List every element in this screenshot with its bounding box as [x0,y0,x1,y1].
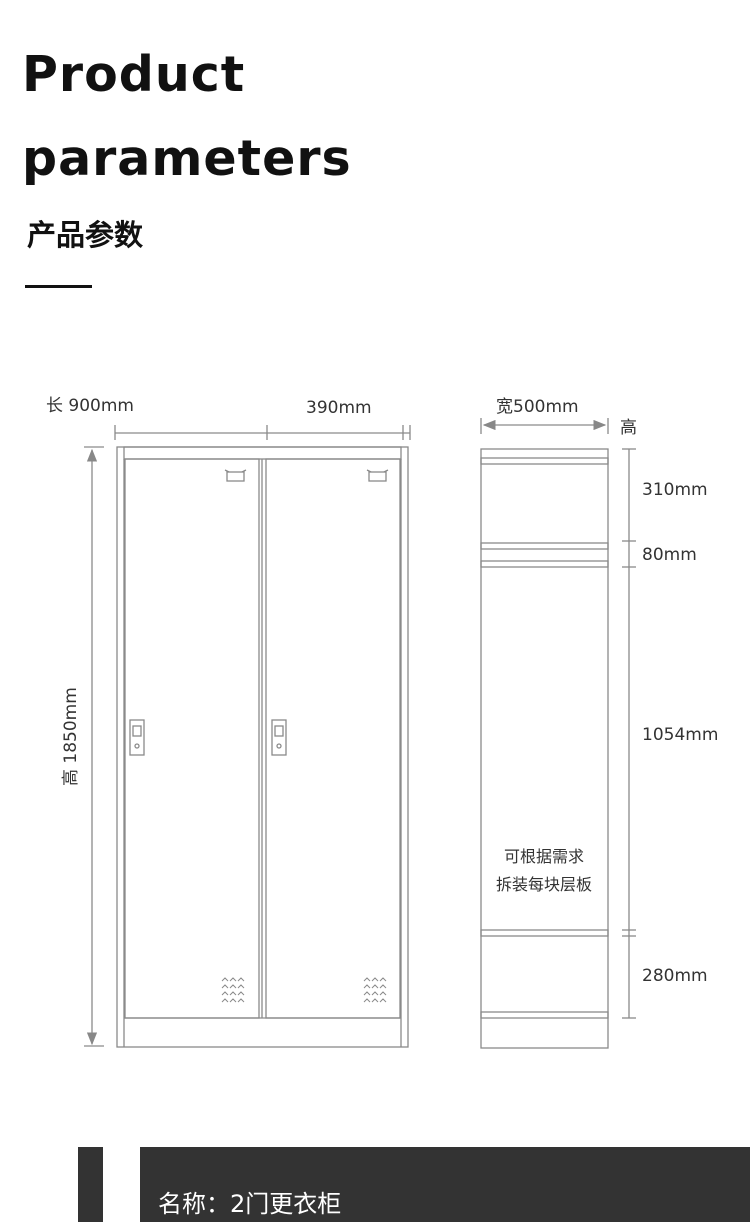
section-label-bottom: 280mm [642,966,708,986]
shelves [480,457,609,1019]
page-title-line2: parameters [22,130,352,187]
dimension-diagram: 长 900mm 390mm 高 1850mm [46,396,718,1049]
page-title-cn: 产品参数 [27,218,144,252]
right-door [265,458,401,1019]
page-title-line1: Product [22,46,246,103]
section-label-top: 310mm [642,480,708,500]
width-dimension-line [114,425,411,440]
section-label-divider: 80mm [642,545,697,565]
side-view [480,418,636,1049]
product-name: 名称：2门更衣柜 [158,1190,342,1218]
title-underline [25,285,92,288]
info-bar-accent [78,1147,103,1222]
left-door-vents [221,977,245,1003]
left-door-vent-hook [224,469,247,482]
side-body [480,448,609,1049]
left-door [124,458,260,1019]
depth-label: 宽500mm [496,397,579,417]
shelf-note-line1: 可根据需求 [504,847,584,866]
height-dimension-line [84,446,104,1047]
left-door-handle [129,719,145,756]
height-label: 高 1850mm [61,687,81,786]
section-label-middle: 1054mm [642,725,718,745]
shelf-note-line2: 拆装每块层板 [496,875,592,894]
section-dimension-line [622,448,636,1019]
right-door-vents [363,977,387,1003]
door-width-label: 390mm [306,398,372,418]
right-door-handle [271,719,287,756]
width-label: 长 900mm [46,396,134,416]
height-marker: 高 [620,418,637,438]
depth-dimension-line [480,418,609,434]
info-bar [140,1147,750,1222]
front-view [84,425,411,1048]
right-door-vent-hook [366,469,389,482]
